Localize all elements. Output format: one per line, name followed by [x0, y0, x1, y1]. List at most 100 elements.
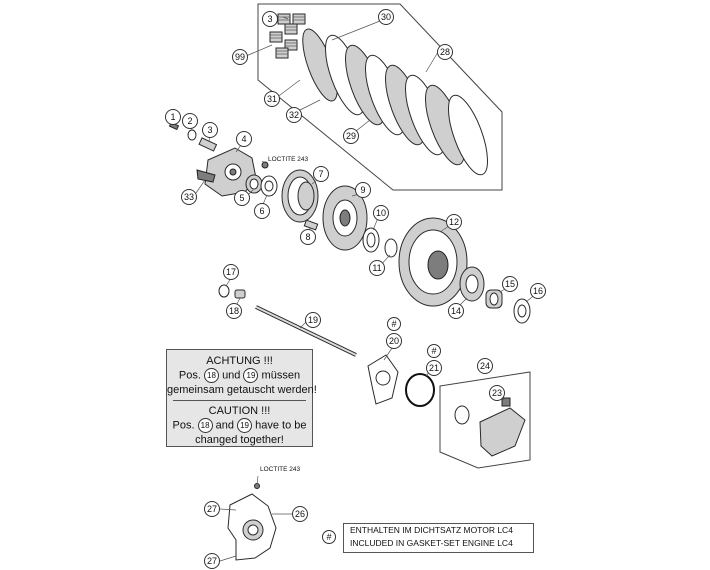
callout-15: 15	[502, 276, 518, 292]
svg-text:#: #	[391, 319, 396, 329]
warning-note-english: CAUTION !!! Pos. 18 and 19 have to be ch…	[167, 404, 312, 447]
legend-line-de: ENTHALTEN IM DICHTSATZ MOTOR LC4	[350, 525, 513, 535]
svg-text:31: 31	[267, 94, 277, 104]
callout-4: 4	[236, 131, 252, 147]
callout-30: 30	[378, 9, 394, 25]
callout-27-top: 27	[204, 501, 220, 517]
clutch-basket-7	[281, 169, 319, 223]
push-rod-19	[255, 305, 357, 357]
svg-text:26: 26	[295, 509, 305, 519]
slave-cylinder-box	[439, 371, 531, 469]
callout-5: 5	[234, 190, 250, 206]
gasket-set-legend: ENTHALTEN IM DICHTSATZ MOTOR LC4 INCLUDE…	[343, 523, 534, 553]
svg-text:12: 12	[449, 217, 459, 227]
legend-line-en: INCLUDED IN GASKET-SET ENGINE LC4	[350, 538, 513, 548]
gear-14	[459, 266, 485, 302]
warning-line3-en: changed together!	[195, 434, 284, 446]
callout-12: 12	[446, 214, 462, 230]
loctite-label-top: LOCTITE 243	[268, 156, 309, 163]
callout-23: 23	[489, 385, 505, 401]
damper-spring-8	[303, 219, 319, 231]
svg-text:#: #	[431, 346, 436, 356]
washer-6	[260, 175, 278, 197]
callout-21: 21	[426, 360, 442, 376]
outer-clutch-basket-12	[398, 217, 468, 307]
callout-6: 6	[254, 203, 270, 219]
callout-24: 24	[477, 358, 493, 374]
callout-14: 14	[448, 303, 464, 319]
callout-hash-21: #	[427, 344, 441, 358]
svg-text:6: 6	[259, 206, 264, 216]
clutch-springs	[269, 13, 306, 59]
svg-text:5: 5	[239, 193, 244, 203]
svg-text:3: 3	[207, 125, 212, 135]
callout-19: 19	[305, 312, 321, 328]
callout-17: 17	[223, 264, 239, 280]
callout-3: 3	[202, 122, 218, 138]
callout-8: 8	[300, 229, 316, 245]
warning-line3-de: gemeinsam getauscht werden!	[167, 384, 317, 396]
needle-bearing-15	[485, 289, 503, 309]
clutch-hub-9	[322, 185, 368, 251]
warning-title-en: CAUTION !!!	[208, 405, 271, 417]
callout-hash-legend: #	[322, 530, 336, 544]
callout-18: 18	[226, 303, 242, 319]
loctite-label-bottom: LOCTITE 243	[260, 466, 301, 473]
washer-10	[362, 227, 380, 253]
callout-3-top: 3	[262, 11, 278, 27]
svg-text:27: 27	[207, 556, 217, 566]
svg-text:8: 8	[305, 232, 310, 242]
svg-text:#: #	[326, 532, 331, 542]
callout-10: 10	[373, 205, 389, 221]
callout-29: 29	[343, 128, 359, 144]
svg-text:14: 14	[451, 306, 461, 316]
svg-text:4: 4	[241, 134, 246, 144]
svg-text:17: 17	[226, 267, 236, 277]
callout-1: 1	[165, 109, 181, 125]
callout-99: 99	[232, 49, 248, 65]
warning-line2-de: Pos. 18 und 19 müssen	[178, 368, 301, 383]
o-ring-21	[405, 373, 435, 407]
washer-2	[187, 129, 197, 141]
gasket-20	[367, 354, 399, 405]
svg-text:11: 11	[372, 263, 381, 273]
callout-9: 9	[355, 182, 371, 198]
callout-26: 26	[292, 506, 308, 522]
svg-text:24: 24	[480, 361, 490, 371]
ref-badge-19: 19	[237, 418, 253, 433]
warning-divider	[173, 400, 306, 401]
washer-16	[513, 298, 531, 324]
callout-32: 32	[286, 107, 302, 123]
warning-title-de: ACHTUNG !!!	[206, 355, 273, 367]
svg-text:28: 28	[440, 47, 450, 57]
svg-text:20: 20	[389, 336, 399, 346]
callout-27-bottom: 27	[204, 553, 220, 569]
svg-text:19: 19	[308, 315, 318, 325]
svg-text:16: 16	[533, 286, 543, 296]
svg-text:10: 10	[376, 208, 386, 218]
warning-note: ACHTUNG !!! Pos. 18 und 19 müssen gemein…	[166, 349, 317, 447]
svg-text:18: 18	[229, 306, 239, 316]
callout-11: 11	[369, 260, 385, 276]
lower-cover	[227, 483, 277, 561]
callout-31: 31	[264, 91, 280, 107]
svg-text:3: 3	[267, 14, 272, 24]
svg-text:29: 29	[346, 131, 356, 141]
ref-badge-19: 19	[243, 368, 259, 383]
svg-text:32: 32	[289, 110, 299, 120]
callout-28: 28	[437, 44, 453, 60]
svg-text:2: 2	[187, 116, 192, 126]
clutch-plate-stack	[302, 28, 488, 176]
clutch-kit-frame	[257, 3, 503, 191]
warning-note-german: ACHTUNG !!! Pos. 18 und 19 müssen gemein…	[167, 350, 317, 397]
ref-badge-18: 18	[204, 368, 219, 383]
callout-20: 20	[386, 333, 402, 349]
bearing-5	[245, 174, 263, 194]
piston-18	[234, 289, 246, 299]
ring-11	[384, 238, 398, 258]
warning-line2-en: Pos. 18 and 19 have to be	[172, 418, 307, 433]
spring-3	[198, 137, 218, 152]
svg-text:99: 99	[235, 52, 245, 62]
svg-text:27: 27	[207, 504, 217, 514]
